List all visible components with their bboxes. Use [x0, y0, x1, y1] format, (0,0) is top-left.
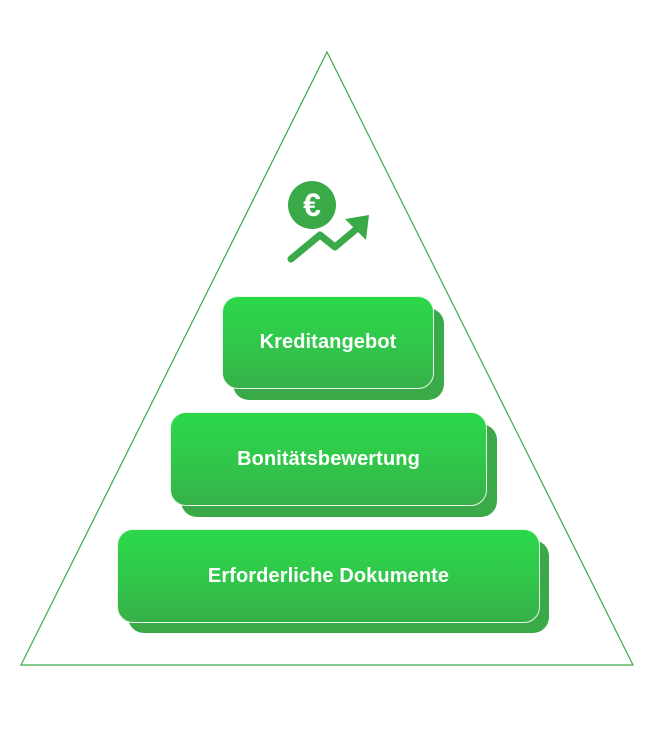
- level-box-bonitaetsbewertung: Bonitätsbewertung: [170, 412, 487, 506]
- euro-growth-chart-icon: €: [287, 181, 369, 263]
- level-label: Kreditangebot: [259, 331, 397, 353]
- level-box-kreditangebot: Kreditangebot: [222, 296, 434, 389]
- level-label: Bonitätsbewertung: [237, 447, 420, 470]
- euro-symbol: €: [303, 187, 321, 223]
- level-box-erforderliche-dokumente: Erforderliche Dokumente: [117, 529, 540, 623]
- level-label: Erforderliche Dokumente: [207, 564, 450, 587]
